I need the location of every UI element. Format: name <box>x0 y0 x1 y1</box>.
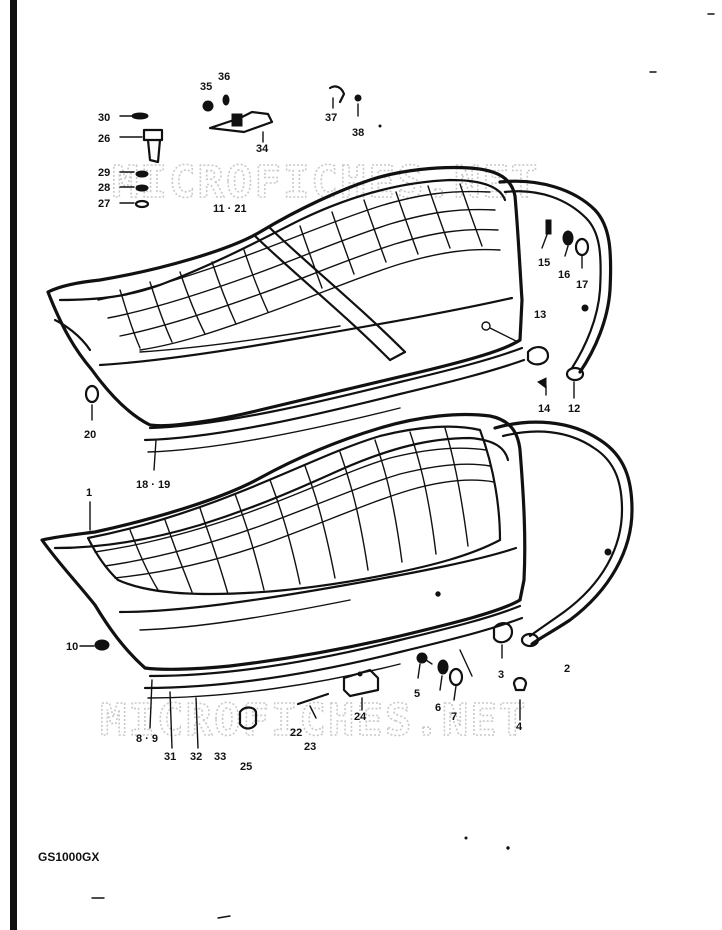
label-3: 3 <box>498 669 504 681</box>
label-29: 29 <box>98 167 110 179</box>
label-28: 28 <box>98 182 110 194</box>
label-34: 34 <box>256 143 269 155</box>
leader-lines <box>79 231 583 749</box>
model-label: GS1000GX <box>38 850 99 864</box>
label-5: 5 <box>414 688 420 700</box>
label-13: 13 <box>534 309 546 321</box>
grab-bar-lower <box>493 420 634 646</box>
scan-edge-bar <box>10 0 17 930</box>
label-14: 14 <box>538 403 551 415</box>
label-18-19: 18 · 19 <box>136 479 170 491</box>
label-11-21: 11 · 21 <box>213 203 247 215</box>
label-15: 15 <box>538 257 550 269</box>
grab-bar-upper <box>498 179 613 374</box>
watermark-bottom: MICROFICHES.NET <box>100 695 527 746</box>
label-1: 1 <box>86 487 92 499</box>
scan-specks <box>91 13 715 919</box>
label-31: 31 <box>164 751 176 763</box>
label-35: 35 <box>200 81 212 93</box>
hardware-parts <box>84 85 590 730</box>
label-32: 32 <box>190 751 202 763</box>
label-4: 4 <box>516 721 523 733</box>
label-36: 36 <box>218 71 230 83</box>
label-16: 16 <box>558 269 570 281</box>
watermark-top: MICROFICHES.NET <box>112 157 539 208</box>
label-17: 17 <box>576 279 588 291</box>
label-7: 7 <box>451 711 457 723</box>
label-6: 6 <box>435 702 441 714</box>
label-26: 26 <box>98 133 110 145</box>
lower-seat-assembly <box>40 412 527 699</box>
label-24: 24 <box>354 711 367 723</box>
label-33: 33 <box>214 751 226 763</box>
label-12: 12 <box>568 403 580 415</box>
label-27: 27 <box>98 198 110 210</box>
label-20: 20 <box>84 429 96 441</box>
label-38: 38 <box>352 127 364 139</box>
label-10: 10 <box>66 641 78 653</box>
part-labels: 30 26 29 28 27 35 36 34 37 38 11 · 21 15… <box>66 71 588 773</box>
label-22: 22 <box>290 727 302 739</box>
label-25: 25 <box>240 761 252 773</box>
label-30: 30 <box>98 112 110 124</box>
upper-seat-assembly <box>46 165 526 453</box>
label-2: 2 <box>564 663 570 675</box>
label-37: 37 <box>325 112 337 124</box>
label-8-9: 8 · 9 <box>136 733 158 745</box>
label-23: 23 <box>304 741 316 753</box>
